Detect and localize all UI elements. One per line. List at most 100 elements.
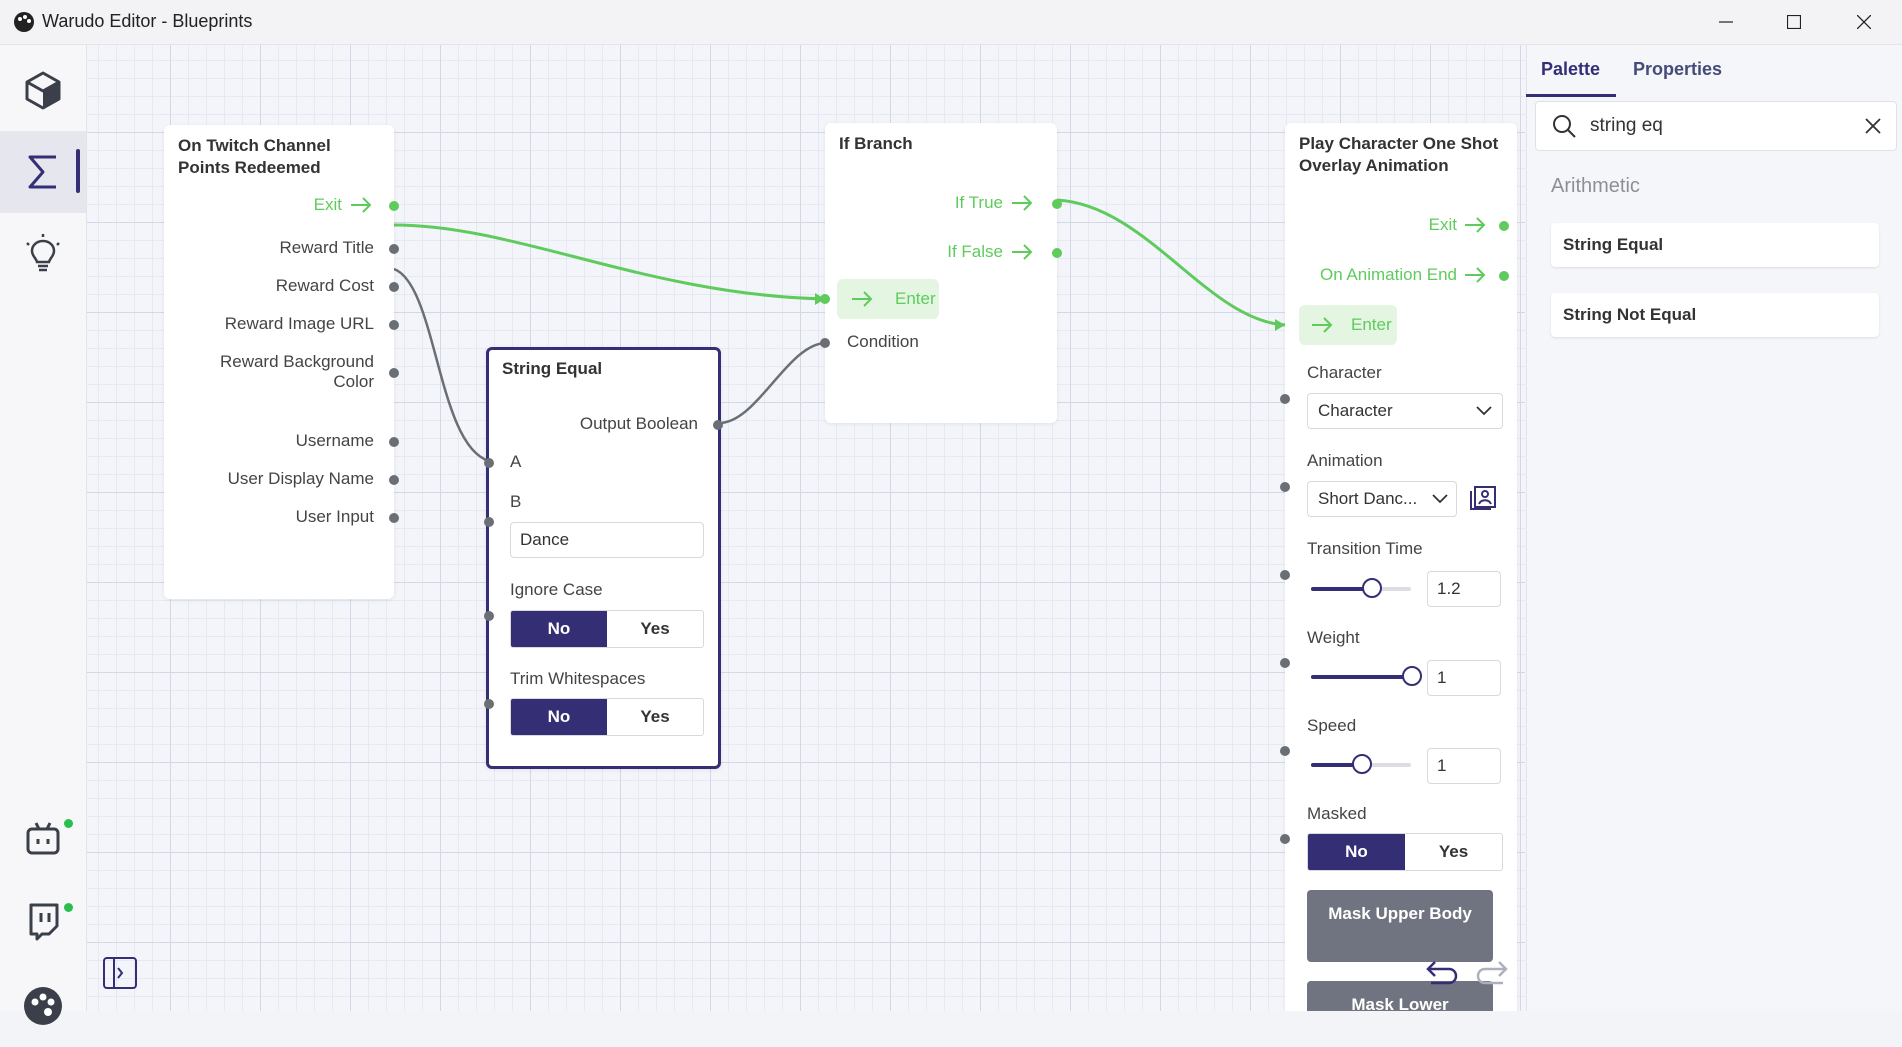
- character-select[interactable]: Character: [1307, 393, 1503, 429]
- node-title: String Equal: [502, 359, 603, 378]
- rail-tips-button[interactable]: [0, 213, 86, 295]
- node-if-branch[interactable]: If Branch If True If False Enter Conditi…: [820, 123, 1062, 423]
- port-dot[interactable]: [713, 420, 723, 430]
- node-string-equal[interactable]: String Equal Output Boolean A B Dance Ig…: [484, 347, 723, 769]
- port-reward-cost: Reward Cost: [275, 276, 374, 295]
- ignore-case-label: Ignore Case: [510, 580, 603, 599]
- rail-scene-button[interactable]: [0, 49, 86, 131]
- port-b-label: B: [510, 492, 522, 511]
- port-dot[interactable]: [820, 338, 830, 348]
- trim-no[interactable]: No: [511, 699, 607, 735]
- animation-select[interactable]: Short Danc...: [1307, 481, 1457, 517]
- ignore-case-toggle[interactable]: No Yes: [510, 610, 704, 648]
- rail-robot-button[interactable]: [0, 797, 86, 879]
- weight-slider[interactable]: [1311, 666, 1422, 686]
- palette-group-label: Arithmetic: [1551, 175, 1640, 197]
- port-dot[interactable]: [1280, 746, 1290, 756]
- palette-item-string-equal[interactable]: String Equal: [1551, 223, 1879, 267]
- tab-palette[interactable]: Palette: [1541, 59, 1601, 79]
- ignore-case-no[interactable]: No: [511, 611, 607, 647]
- weight-label: Weight: [1307, 628, 1360, 647]
- port-exit[interactable]: [389, 201, 399, 211]
- palette-item-string-not-equal[interactable]: String Not Equal: [1551, 293, 1879, 337]
- port-reward-title: Reward Title: [279, 238, 374, 257]
- masked-label: Masked: [1307, 804, 1367, 823]
- port-if-false[interactable]: [1052, 248, 1062, 258]
- node-on-twitch-redeemed[interactable]: On Twitch Channel Points Redeemed Exit R…: [164, 125, 399, 599]
- node-title: On Twitch Channel Points Redeemed: [178, 136, 331, 177]
- close-window-button[interactable]: [1840, 6, 1888, 38]
- speed-label: Speed: [1307, 716, 1357, 735]
- port-username: Username: [295, 431, 374, 450]
- enter-input[interactable]: Enter: [837, 279, 939, 319]
- minimize-icon: [1719, 21, 1733, 23]
- port-dot[interactable]: [484, 458, 494, 468]
- port-dot[interactable]: [1280, 394, 1290, 404]
- title-bar: Warudo Editor - Blueprints: [0, 0, 1902, 45]
- rail-settings-button[interactable]: [0, 965, 86, 1047]
- port-dot[interactable]: [1280, 658, 1290, 668]
- tab-properties[interactable]: Properties: [1633, 59, 1723, 79]
- ignore-case-yes[interactable]: Yes: [640, 619, 670, 638]
- palette-search-input[interactable]: string eq: [1535, 101, 1897, 151]
- rail-blueprints-button[interactable]: [0, 131, 86, 213]
- port-dot[interactable]: [1280, 570, 1290, 580]
- speed-slider[interactable]: [1311, 754, 1411, 774]
- port-if-true[interactable]: [1052, 199, 1062, 209]
- transition-time-input[interactable]: 1.2: [1427, 571, 1501, 607]
- maximize-button[interactable]: [1770, 6, 1818, 38]
- node-play-animation[interactable]: Play Character One Shot Overlay Animatio…: [1280, 123, 1517, 1011]
- palette-icon: [24, 987, 62, 1025]
- port-dot[interactable]: [389, 437, 399, 447]
- port-dot[interactable]: [389, 244, 399, 254]
- b-value-text: Dance: [520, 530, 570, 549]
- connection-wires: [393, 198, 1286, 463]
- masked-no[interactable]: No: [1308, 834, 1405, 870]
- port-dot[interactable]: [484, 611, 494, 621]
- transition-time-value: 1.2: [1437, 579, 1461, 598]
- port-dot[interactable]: [389, 320, 399, 330]
- redo-icon[interactable]: [1475, 959, 1509, 985]
- enter-label: Enter: [1351, 315, 1392, 334]
- port-dot[interactable]: [484, 517, 494, 527]
- weight-input[interactable]: 1: [1427, 660, 1501, 696]
- port-dot[interactable]: [389, 368, 399, 378]
- undo-icon[interactable]: [1425, 959, 1459, 985]
- slider-fill: [1311, 587, 1371, 591]
- port-enter[interactable]: [820, 294, 830, 304]
- maximize-icon: [1787, 15, 1801, 29]
- slider-thumb[interactable]: [1362, 578, 1382, 598]
- rail-twitch-button[interactable]: [0, 881, 86, 963]
- port-dot[interactable]: [389, 513, 399, 523]
- animation-label: Animation: [1307, 451, 1383, 470]
- port-user-input: User Input: [295, 507, 374, 526]
- data-wire-title-to-a: [393, 267, 490, 463]
- masked-yes[interactable]: Yes: [1438, 842, 1469, 861]
- port-dot[interactable]: [1280, 482, 1290, 492]
- clear-search-icon[interactable]: [1865, 118, 1881, 134]
- speed-input[interactable]: 1: [1427, 748, 1501, 784]
- port-exit[interactable]: [1499, 221, 1509, 231]
- port-dot[interactable]: [484, 699, 494, 709]
- slider-thumb[interactable]: [1352, 754, 1372, 774]
- node-title: If Branch: [839, 134, 913, 153]
- sidebar-toggle-icon[interactable]: [102, 956, 138, 990]
- chevron-down-icon: [1476, 406, 1492, 416]
- blueprint-canvas[interactable]: On Twitch Channel Points Redeemed Exit R…: [87, 45, 1525, 1011]
- trim-toggle[interactable]: No Yes: [510, 698, 704, 736]
- trim-yes[interactable]: Yes: [640, 707, 670, 726]
- app-logo-icon: [14, 12, 34, 32]
- masked-toggle[interactable]: No Yes: [1307, 833, 1503, 871]
- port-on-animation-end[interactable]: [1499, 271, 1509, 281]
- port-dot[interactable]: [1280, 834, 1290, 844]
- enter-input[interactable]: Enter: [1299, 305, 1397, 345]
- animation-preview-icon[interactable]: [1469, 485, 1497, 511]
- slider-thumb[interactable]: [1402, 666, 1422, 686]
- mask-lower-body-button[interactable]: Mask Lower: [1307, 981, 1493, 1011]
- port-dot[interactable]: [389, 282, 399, 292]
- mask-upper-body-button[interactable]: Mask Upper Body: [1307, 890, 1493, 962]
- b-value-input[interactable]: Dance: [510, 522, 704, 558]
- minimize-button[interactable]: [1702, 6, 1750, 38]
- transition-time-slider[interactable]: [1311, 578, 1411, 598]
- port-dot[interactable]: [389, 475, 399, 485]
